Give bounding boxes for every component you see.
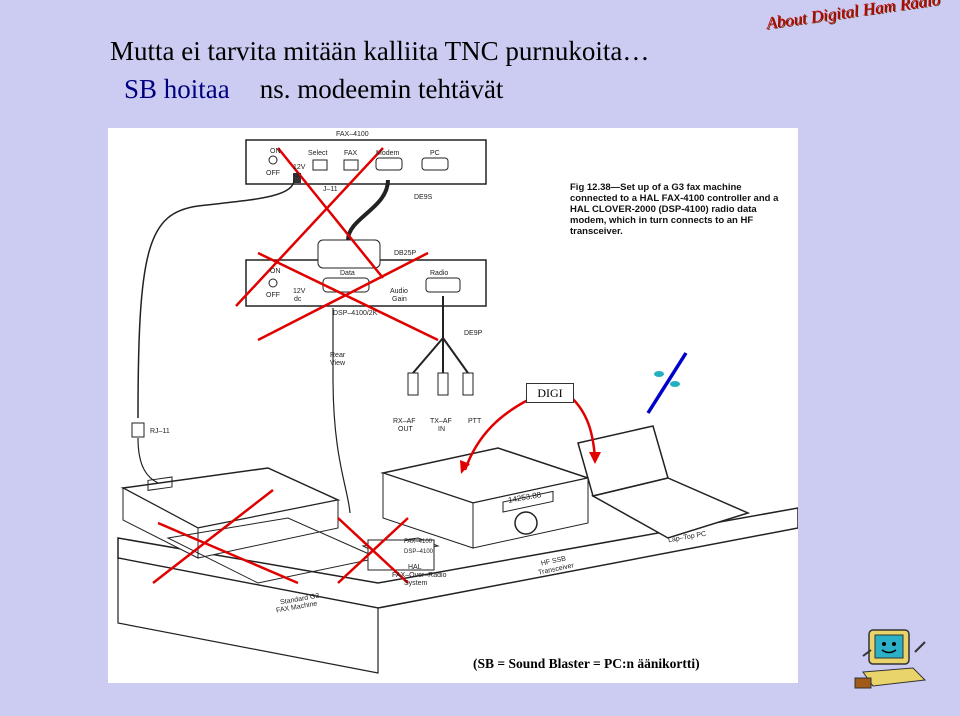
arrowhead (460, 460, 470, 474)
laptop-keyboard (590, 477, 751, 539)
rj11-plug (131, 422, 145, 438)
label-audio: Audio (390, 288, 408, 295)
label-off-2: OFF (266, 292, 280, 299)
ptt-plug (462, 372, 474, 396)
title-line-1: Mutta ei tarvita mitään kalliita TNC pur… (110, 36, 650, 66)
label-off-1: OFF (266, 170, 280, 177)
fax-keypad (147, 476, 173, 491)
digi-box: DIGI (526, 383, 574, 403)
figure-caption: Fig 12.38—Set up of a G3 fax machine con… (570, 182, 779, 237)
label-12v-1: 12V (293, 164, 306, 171)
cross-line (157, 521, 299, 585)
cross-line (257, 251, 439, 342)
label-rj11: RJ–11 (150, 428, 170, 435)
txaf-plug (437, 372, 449, 396)
radio-port (425, 277, 461, 293)
pc-port (421, 157, 449, 171)
desk-front (117, 557, 379, 674)
audio-cables (412, 296, 469, 374)
rxaf-plug (407, 372, 419, 396)
digi-arrow-left (463, 398, 529, 471)
label-de9p: DE9P (464, 330, 483, 337)
cyan-dot (670, 381, 680, 387)
power-plug-1 (293, 173, 301, 183)
arrowhead (589, 452, 601, 464)
label-gain: Gain (392, 296, 407, 303)
label-dsp: DSP–4100/2K (333, 310, 378, 317)
label-de9s: DE9S (414, 194, 433, 201)
slide-title: Mutta ei tarvita mitään kalliita TNC pur… (110, 32, 649, 108)
digi-arrow-right (569, 395, 597, 459)
dsp4100-switch (268, 278, 278, 288)
logo: About Digital Ham Radio (765, 0, 941, 34)
freq-display (502, 490, 554, 513)
label-on-2: ON (270, 268, 281, 275)
label-select: Select (308, 150, 328, 157)
fax4100-switch (268, 155, 278, 165)
rj11-arrow (137, 437, 159, 484)
label-hal: HAL (408, 564, 422, 571)
label-rxaf: RX–AF (393, 418, 416, 425)
label-view: View (330, 360, 346, 367)
cross-line (257, 251, 429, 342)
label-txaf: TX–AF (430, 418, 452, 425)
label-radio: Radio (430, 270, 449, 277)
label-j11: J–11 (323, 186, 338, 193)
computer-mascot-icon (853, 616, 933, 701)
label-out: OUT (398, 426, 413, 433)
cyan-dot (654, 371, 664, 377)
label-pc: PC (430, 150, 440, 157)
tuning-knob (514, 511, 538, 535)
sb-footnote: (SB = Sound Blaster = PC:n äänikortti) (473, 656, 700, 671)
label-fax-over-radio: FAX–Over–Radio (392, 572, 447, 579)
select-jack (312, 159, 328, 171)
title-line-2: SB hoitaa ns. modeemin tehtävät (110, 74, 503, 104)
label-fax4100: FAX–4100 (336, 131, 369, 138)
modem-port (375, 157, 403, 171)
title-sb: SB hoitaa (124, 74, 230, 104)
cross-line (152, 489, 274, 584)
label-fax: FAX (344, 150, 358, 157)
label-dc-1: dc (294, 172, 302, 179)
label-dc-2: dc (294, 296, 302, 303)
rear-view-arrow (332, 308, 351, 514)
cross-line (277, 147, 384, 279)
label-in: IN (438, 426, 445, 433)
blue-line (646, 352, 688, 414)
modem-cable (346, 179, 390, 241)
label-system: System (404, 580, 428, 587)
label-modem: Modem (376, 150, 400, 157)
label-data: Data (340, 270, 355, 277)
logo-text: About Digital Ham Radio (765, 0, 942, 33)
fax-jack (343, 159, 359, 171)
title-modem: ns. modeemin tehtävät (259, 74, 504, 104)
setup-diagram: Fig 12.38—Set up of a G3 fax machine con… (108, 128, 798, 683)
diagram-drawing (117, 139, 798, 674)
label-db25p: DB25P (394, 250, 417, 257)
phone-cable (137, 179, 295, 419)
label-on-1: ON (270, 148, 281, 155)
label-hal-fax: FAX–4100 (404, 539, 433, 545)
label-12v-2: 12V (293, 288, 306, 295)
cross-line (337, 517, 409, 584)
cross-line (235, 147, 384, 307)
label-hal-dsp: DSP–4100 (404, 549, 434, 555)
label-rear: Rear (330, 352, 346, 359)
label-ptt: PTT (468, 418, 482, 425)
fax4100-panel (245, 139, 487, 185)
